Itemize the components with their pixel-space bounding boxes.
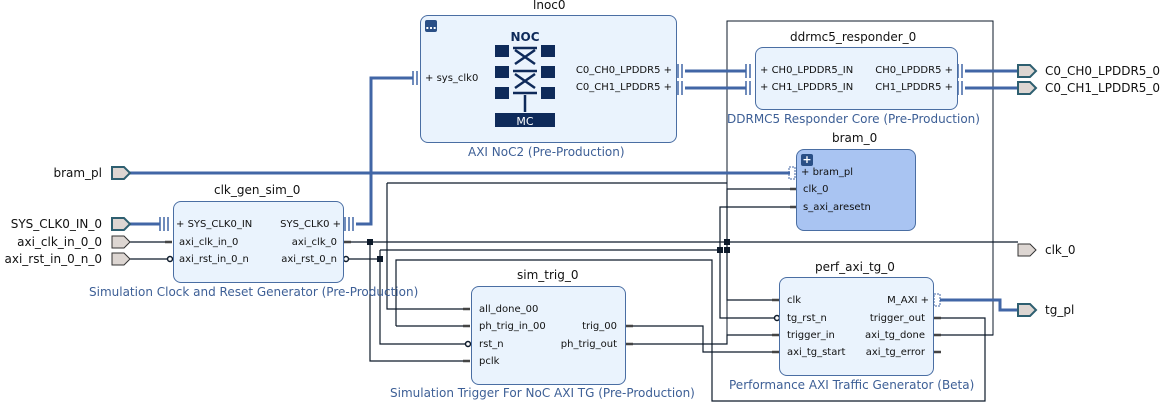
port-tg-pl-shape[interactable] (1017, 303, 1038, 317)
net-all-done[interactable] (386, 183, 470, 310)
ddrmc-instance-name: ddrmc5_responder_0 (790, 30, 917, 44)
simtrig-pin-pclk[interactable]: pclk (479, 356, 500, 367)
net-rst-n[interactable] (379, 259, 466, 345)
noc-block[interactable]: … + sys_clk0 C0_CH0_LPDDR5 + C0_CH1_LPDD… (420, 15, 677, 143)
bram-instance-name: bram_0 (832, 131, 878, 145)
external-port-shapes (111, 64, 1038, 317)
net-bram-rst[interactable] (719, 206, 798, 250)
net-junctions (367, 239, 730, 262)
svg-text:MC: MC (516, 115, 533, 128)
expand-icon[interactable]: + (801, 153, 813, 166)
bus-tg-pl[interactable] (940, 298, 1018, 312)
simtrig-pin-ph-trig-out[interactable]: ph_trig_out (560, 339, 617, 350)
svg-text:NOC: NOC (510, 30, 539, 44)
net-wires (130, 182, 1018, 402)
net-ph-trig-out[interactable] (625, 334, 780, 345)
port-bram-pl-label: bram_pl (53, 166, 102, 180)
perf-pin-axi-tg-start[interactable]: axi_tg_start (787, 347, 846, 358)
simtrig-pin-trig-00[interactable]: trig_00 (582, 321, 617, 332)
perf-pin-clk[interactable]: clk (787, 295, 802, 306)
perf-pin-trigger-in[interactable]: trigger_in (787, 330, 835, 341)
net-perf-rst[interactable] (719, 250, 777, 319)
perf-block[interactable]: clk tg_rst_n trigger_in axi_tg_start M_A… (779, 277, 934, 376)
ddrmc-pin-ch1[interactable]: CH1_LPDDR5 + (875, 82, 953, 93)
perf-pin-m-axi[interactable]: M_AXI + (887, 295, 929, 306)
clkgen-block[interactable]: + SYS_CLK0_IN axi_clk_in_0 axi_rst_in_0_… (173, 201, 344, 283)
port-clk-0-label: clk_0 (1045, 243, 1076, 257)
simtrig-subtitle: Simulation Trigger For NoC AXI TG (Pre-P… (390, 386, 695, 400)
port-axi-clk-in-shape[interactable] (111, 235, 131, 249)
port-axi-clk-in-label: axi_clk_in_0_0 (17, 235, 102, 249)
port-bram-pl-shape[interactable] (111, 166, 132, 180)
perf-pin-trigger-out[interactable]: trigger_out (869, 313, 925, 324)
net-bram-clk[interactable] (726, 188, 798, 242)
clkgen-pin-axi-rst-0-n[interactable]: axi_rst_0_n (281, 254, 337, 265)
bram-block[interactable]: + + bram_pl clk_0 s_axi_aresetn (796, 149, 916, 231)
clkgen-pin-sys-clk0-in[interactable]: + SYS_CLK0_IN (176, 219, 253, 230)
ddrmc-pin-ch0[interactable]: CH0_LPDDR5 + (875, 65, 953, 76)
ddrmc-pin-ch1-in[interactable]: + CH1_LPDDR5_IN (760, 82, 854, 93)
simtrig-pin-ph-trig-in[interactable]: ph_trig_in_00 (479, 321, 546, 332)
port-axi-rst-in-shape[interactable] (111, 252, 131, 266)
simtrig-pin-rst-n[interactable]: rst_n (479, 339, 504, 350)
bram-pin-clk-0[interactable]: clk_0 (803, 184, 829, 195)
simtrig-pin-all-done[interactable]: all_done_00 (479, 304, 539, 315)
perf-instance-name: perf_axi_tg_0 (815, 260, 895, 274)
clkgen-pin-axi-rst-in[interactable]: axi_rst_in_0_n (179, 254, 249, 265)
simtrig-instance-name: sim_trig_0 (517, 268, 579, 282)
port-axi-rst-in-label: axi_rst_in_0_n_0 (4, 252, 103, 266)
port-c0-ch0-label: C0_CH0_LPDDR5_0 (1045, 64, 1161, 78)
noc-pin-c0-ch0[interactable]: C0_CH0_LPDDR5 + (575, 65, 672, 76)
clkgen-pin-axi-clk-0[interactable]: axi_clk_0 (291, 237, 337, 248)
bram-pin-bram-pl[interactable]: + bram_pl (801, 167, 854, 178)
bram-pin-s-axi-aresetn[interactable]: s_axi_aresetn (803, 202, 871, 213)
noc-subtitle: AXI NoC2 (Pre-Production) (468, 145, 625, 159)
port-c0-ch0-shape[interactable] (1017, 64, 1038, 78)
perf-pin-axi-tg-error[interactable]: axi_tg_error (865, 347, 925, 358)
ddrmc-subtitle: DDRMC5 Responder Core (Pre-Production) (727, 112, 980, 126)
port-sys-clk0-in-shape[interactable] (111, 217, 132, 231)
port-c0-ch1-label: C0_CH1_LPDDR5_0 (1045, 81, 1161, 95)
perf-pin-tg-rst-n[interactable]: tg_rst_n (787, 313, 827, 324)
port-c0-ch1-shape[interactable] (1017, 81, 1038, 95)
noc-instance-name: lnoc0 (533, 0, 566, 12)
port-sys-clk0-in-label: SYS_CLK0_IN_0 (10, 217, 102, 231)
bus-wires (130, 69, 1018, 312)
noc-pin-c0-ch1[interactable]: C0_CH1_LPDDR5 + (575, 82, 672, 93)
ddrmc-block[interactable]: + CH0_LPDDR5_IN + CH1_LPDDR5_IN CH0_LPDD… (755, 47, 958, 110)
clkgen-subtitle: Simulation Clock and Reset Generator (Pr… (89, 285, 419, 299)
net-trig-00[interactable] (625, 325, 780, 353)
perf-subtitle: Performance AXI Traffic Generator (Beta) (729, 378, 975, 392)
clkgen-pin-axi-clk-in[interactable]: axi_clk_in_0 (179, 237, 239, 248)
port-clk-0-shape[interactable] (1017, 243, 1037, 257)
bus-sys-clk0[interactable] (356, 76, 413, 226)
net-pclk[interactable] (369, 242, 470, 362)
bus-connectors (159, 64, 963, 231)
port-tg-pl-label: tg_pl (1045, 303, 1075, 317)
clkgen-pin-sys-clk0[interactable]: SYS_CLK0 + (280, 219, 341, 230)
noc-pin-sys-clk0[interactable]: + sys_clk0 (425, 73, 479, 84)
perf-pin-axi-tg-done[interactable]: axi_tg_done (864, 330, 925, 341)
net-perf-clk[interactable] (726, 242, 780, 301)
simtrig-block[interactable]: all_done_00 ph_trig_in_00 rst_n pclk tri… (471, 286, 626, 385)
collapse-icon[interactable]: … (425, 19, 437, 32)
clkgen-instance-name: clk_gen_sim_0 (214, 183, 301, 197)
noc-icon: NOC MC (495, 30, 555, 128)
ddrmc-pin-ch0-in[interactable]: + CH0_LPDDR5_IN (760, 65, 854, 76)
